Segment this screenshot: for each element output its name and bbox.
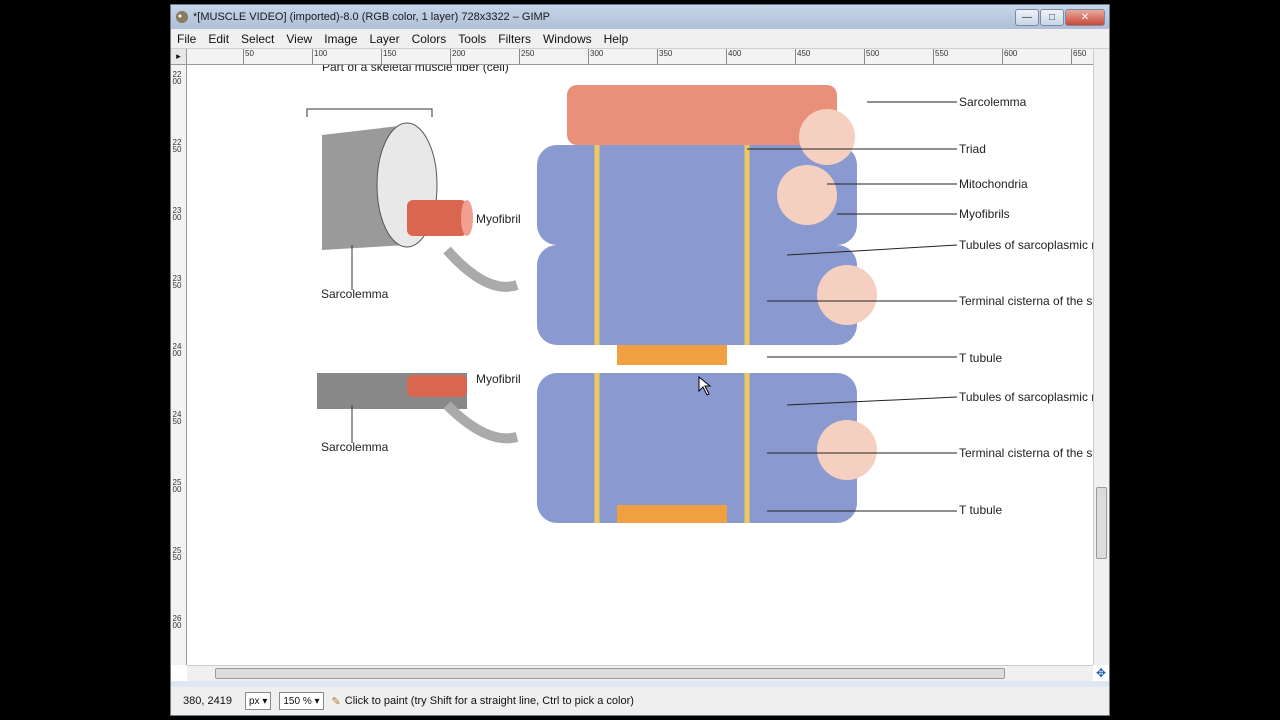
mouse-cursor-icon xyxy=(698,375,712,396)
menu-file[interactable]: File xyxy=(177,31,197,46)
vruler-tick: 2600 xyxy=(172,614,182,630)
gimp-window: *[MUSCLE VIDEO] (imported)-8.0 (RGB colo… xyxy=(170,4,1110,716)
sarcolemma-left-bottom: Sarcolemma xyxy=(321,440,389,454)
navigate-icon[interactable]: ✥ xyxy=(1095,666,1107,680)
unit-value: px xyxy=(249,695,260,707)
vruler-tick: 2250 xyxy=(172,138,182,154)
vruler-tick: 2350 xyxy=(172,274,182,290)
window-title: *[MUSCLE VIDEO] (imported)-8.0 (RGB colo… xyxy=(193,11,551,23)
hruler-tick: 600 xyxy=(1002,49,1017,65)
vertical-ruler[interactable]: 2200 2250 2300 2350 2400 2450 2500 2550 … xyxy=(171,65,187,665)
fiber-detail-bottom xyxy=(317,373,877,523)
vertical-scrollbar[interactable] xyxy=(1093,49,1109,665)
image-canvas[interactable]: Part of a skeletal muscle fiber (cell) M… xyxy=(187,65,1093,665)
status-bar: 380, 2419 px ▾ 150 % ▾ ✎ Click to paint … xyxy=(171,687,1109,715)
fiber-title: Part of a skeletal muscle fiber (cell) xyxy=(322,65,509,74)
hruler-tick: 500 xyxy=(864,49,879,65)
myofibrils-label: Myofibrils xyxy=(959,207,1010,221)
triad-label: Triad xyxy=(959,142,986,156)
vertical-scroll-thumb[interactable] xyxy=(1096,487,1107,559)
unit-select[interactable]: px ▾ xyxy=(245,692,272,710)
quick-mask-corner[interactable]: ▸ xyxy=(171,49,187,65)
hruler-tick: 350 xyxy=(657,49,672,65)
menu-windows[interactable]: Windows xyxy=(542,31,592,46)
fiber-detail-top xyxy=(537,85,877,365)
hruler-tick: 100 xyxy=(312,49,327,65)
minimize-button[interactable]: — xyxy=(1015,8,1039,26)
canvas-area: ▸ 50 100 150 200 250 300 350 400 450 500… xyxy=(171,49,1109,681)
hruler-tick: 250 xyxy=(519,49,534,65)
maximize-button[interactable]: □ xyxy=(1040,8,1064,26)
hruler-tick: 300 xyxy=(588,49,603,65)
t-tubule-label-bottom: T tubule xyxy=(959,503,1002,517)
menu-tools[interactable]: Tools xyxy=(458,31,487,46)
pencil-icon: ✎ xyxy=(331,695,341,708)
vruler-tick: 2500 xyxy=(172,478,182,494)
arrow-top xyxy=(443,246,519,292)
zoom-select[interactable]: 150 % ▾ xyxy=(279,692,324,710)
myofibril-label-bottom: Myofibril xyxy=(476,372,521,386)
terminal-label-bottom: Terminal cisterna of the sarcoplasmic re… xyxy=(959,446,1093,460)
horizontal-scrollbar[interactable] xyxy=(187,665,1093,681)
menu-colors[interactable]: Colors xyxy=(411,31,447,46)
menu-filters[interactable]: Filters xyxy=(498,31,531,46)
menu-layer[interactable]: Layer xyxy=(369,31,400,46)
hruler-tick: 450 xyxy=(795,49,810,65)
fiber-cross-section-top xyxy=(306,108,473,290)
vruler-tick: 2300 xyxy=(172,206,182,222)
vruler-tick: 2400 xyxy=(172,342,182,358)
hruler-tick: 650 xyxy=(1071,49,1086,65)
terminal-label-top: Terminal cisterna of the sarcoplasmic re… xyxy=(959,294,1093,308)
vruler-tick: 2450 xyxy=(172,410,182,426)
menu-edit[interactable]: Edit xyxy=(208,31,230,46)
hruler-tick: 400 xyxy=(726,49,741,65)
mitochondria-label: Mitochondria xyxy=(959,177,1028,191)
menu-view[interactable]: View xyxy=(286,31,313,46)
horizontal-scroll-thumb[interactable] xyxy=(215,668,1005,679)
sarcolemma-left-top: Sarcolemma xyxy=(321,287,389,301)
menu-image[interactable]: Image xyxy=(324,31,358,46)
tubules-label-bottom: Tubules of sarcoplasmic reticulum xyxy=(959,390,1093,404)
hruler-tick: 550 xyxy=(933,49,948,65)
vruler-tick: 2550 xyxy=(172,546,182,562)
pointer-coordinates: 380, 2419 xyxy=(183,695,232,707)
horizontal-ruler[interactable]: 50 100 150 200 250 300 350 400 450 500 5… xyxy=(187,49,1093,65)
t-tubule-label-top: T tubule xyxy=(959,351,1002,365)
menu-bar: File Edit Select View Image Layer Colors… xyxy=(171,29,1109,49)
tubules-label-top: Tubules of sarcoplasmic reticulum xyxy=(959,238,1093,252)
status-message: Click to paint (try Shift for a straight… xyxy=(344,695,634,707)
muscle-diagram: Part of a skeletal muscle fiber (cell) M… xyxy=(306,65,1093,523)
hruler-tick: 200 xyxy=(450,49,465,65)
vruler-tick: 2200 xyxy=(172,70,182,86)
close-button[interactable]: ✕ xyxy=(1065,8,1105,26)
menu-select[interactable]: Select xyxy=(241,31,275,46)
myofibril-label-top: Myofibril xyxy=(476,212,521,226)
hruler-tick: 150 xyxy=(381,49,396,65)
sarcolemma-right: Sarcolemma xyxy=(959,95,1027,109)
hruler-tick: 50 xyxy=(243,49,254,65)
gimp-app-icon xyxy=(176,11,188,23)
zoom-value: 150 % xyxy=(283,695,312,707)
menu-help[interactable]: Help xyxy=(603,31,629,46)
title-bar: *[MUSCLE VIDEO] (imported)-8.0 (RGB colo… xyxy=(171,5,1109,29)
